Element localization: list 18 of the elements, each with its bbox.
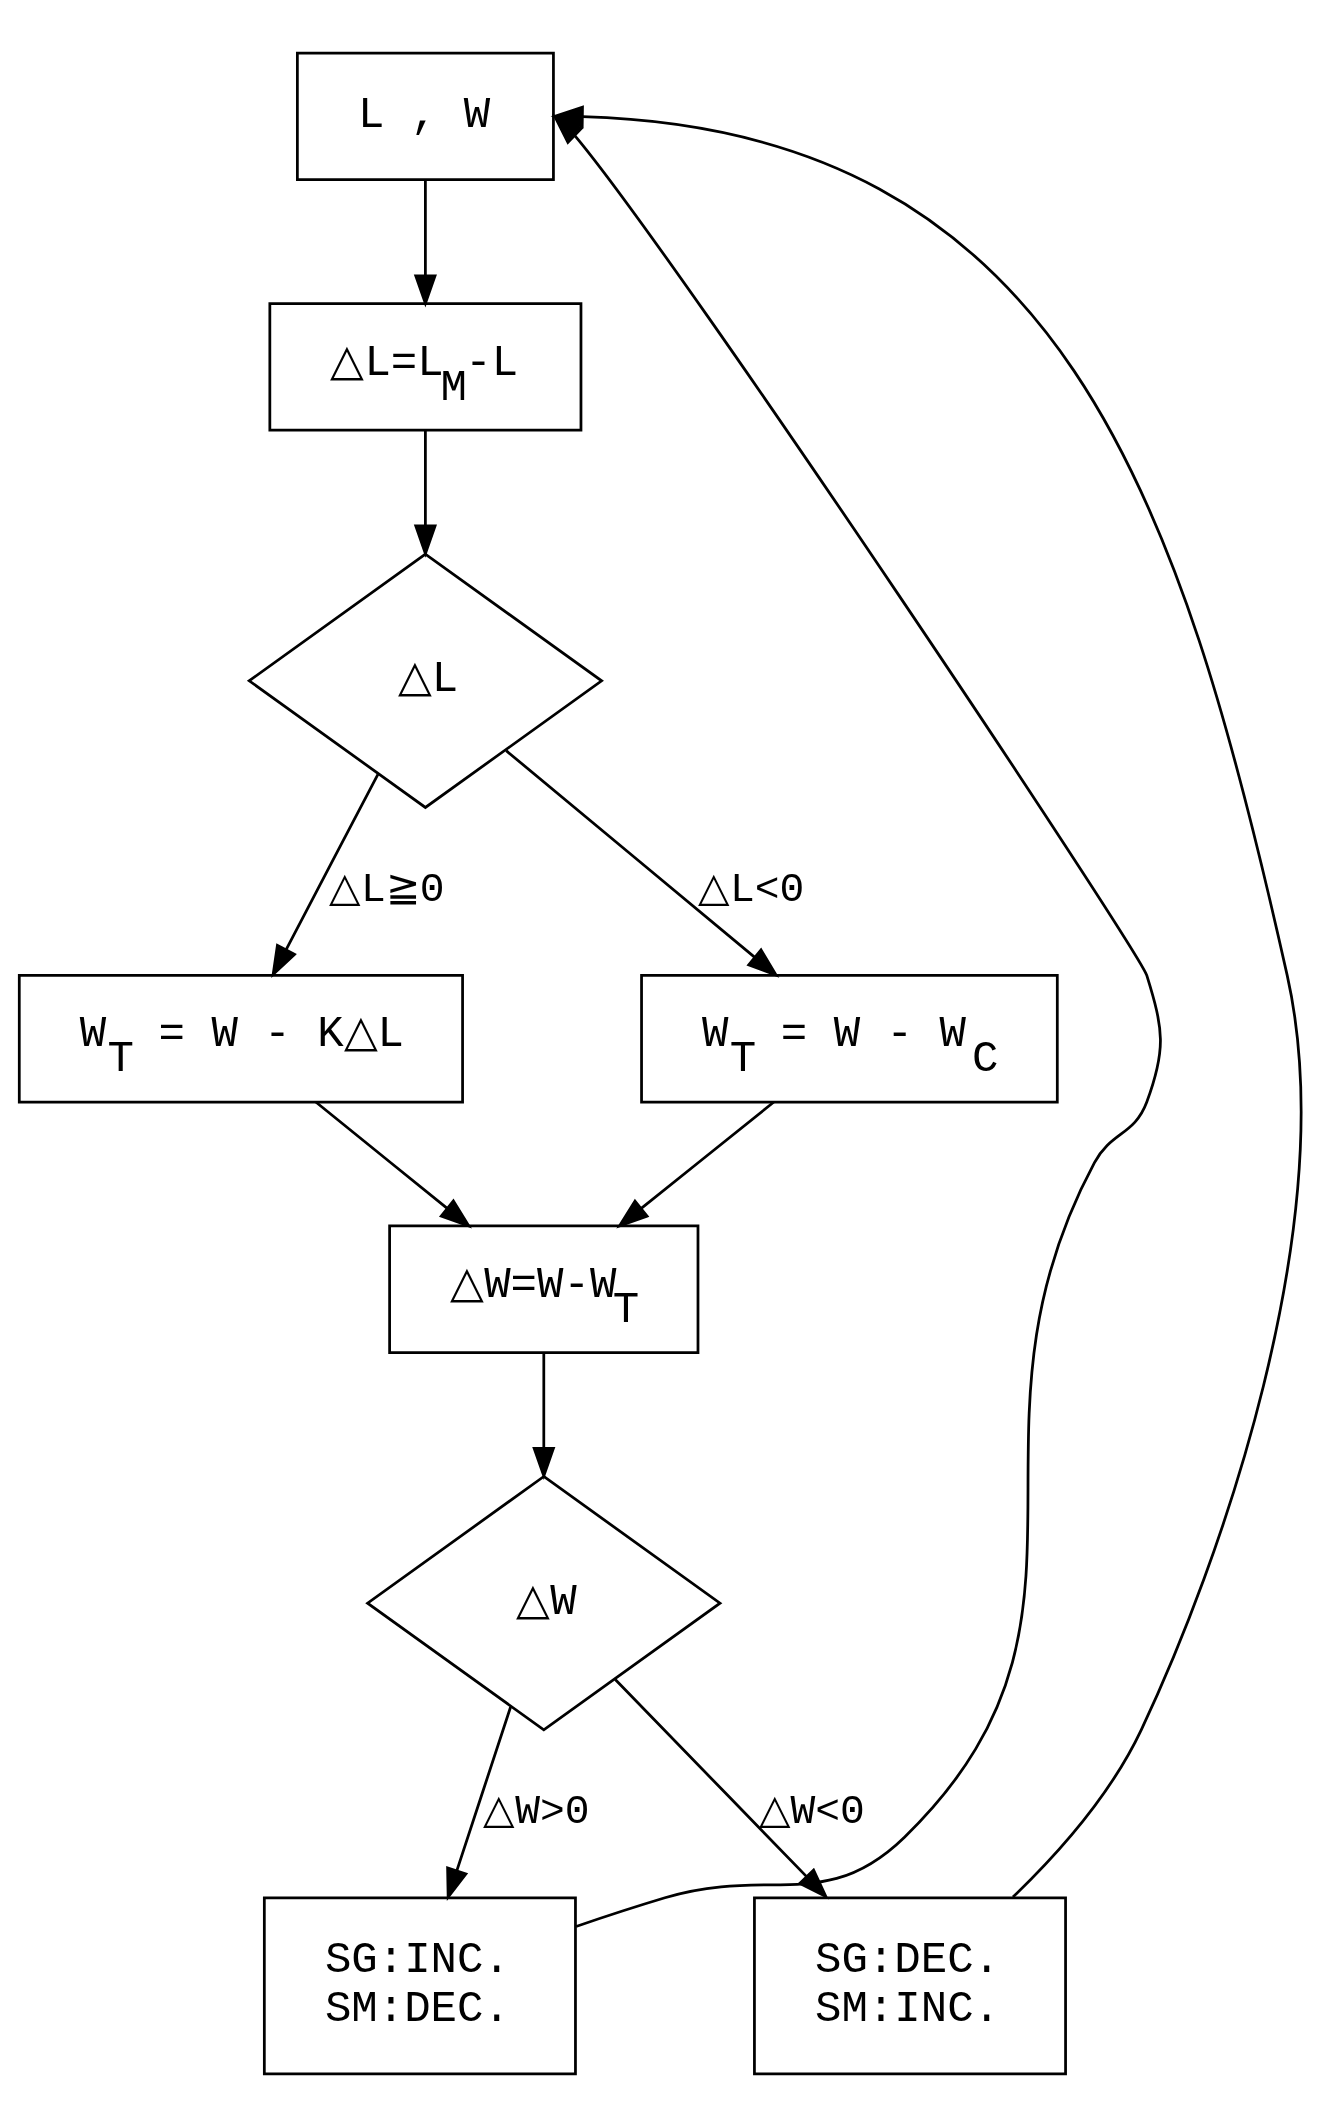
arrow (314, 1100, 472, 1228)
node-diamond: △W (365, 1474, 723, 1731)
node-box: L , W (296, 51, 555, 181)
node-diamond: △L (246, 551, 604, 809)
edge-label: △L<0 (697, 866, 805, 913)
edge-label: △W>0 (483, 1788, 590, 1835)
node-box: SG:INC. SM:DEC. (262, 1895, 577, 2075)
arrow (446, 1706, 512, 1901)
arrow (413, 179, 437, 308)
arrow (271, 773, 380, 978)
edge-label: △W<0 (758, 1788, 865, 1835)
arrow (413, 430, 437, 558)
arrow (551, 112, 1162, 1928)
edge-label: △L≧0 (329, 866, 445, 913)
arrow (616, 1100, 775, 1228)
arrow (505, 749, 780, 978)
node-box: SG:DEC. SM:INC. (753, 1895, 1067, 2075)
arrow (532, 1352, 556, 1480)
